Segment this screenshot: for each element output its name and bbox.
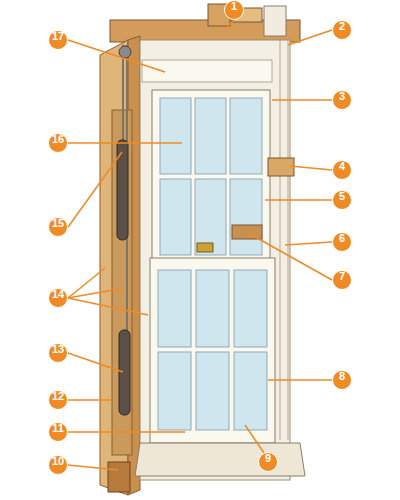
leader-line xyxy=(68,298,148,315)
callout-text: 15 xyxy=(48,217,68,229)
window-sill xyxy=(135,443,305,476)
callout-circle xyxy=(49,344,68,363)
leader-line xyxy=(265,199,332,201)
callout-number: 17 xyxy=(48,30,68,50)
callout-number: 1 xyxy=(224,0,244,20)
callout-number: 7 xyxy=(332,270,352,290)
callout-text: 5 xyxy=(332,190,352,202)
callout-number: 13 xyxy=(48,343,68,363)
callout-circle xyxy=(49,134,68,153)
callout-circle xyxy=(333,271,352,290)
callout-circle xyxy=(333,191,352,210)
lower-glass xyxy=(158,270,267,430)
leader-line xyxy=(290,166,332,170)
leader-line xyxy=(68,40,165,72)
callout-circle xyxy=(333,233,352,252)
callout-number: 9 xyxy=(258,452,278,472)
sash-weight xyxy=(117,140,128,240)
callout-circle xyxy=(49,456,68,475)
leader-line xyxy=(272,99,332,101)
callout-number: 5 xyxy=(332,190,352,210)
callout-text: 8 xyxy=(332,370,352,382)
leader-line xyxy=(285,242,332,245)
callout-number: 4 xyxy=(332,160,352,180)
callout-number: 3 xyxy=(332,90,352,110)
leader-line xyxy=(68,465,118,470)
upper-glass xyxy=(160,98,262,255)
callout-circle xyxy=(333,91,352,110)
sash-lock xyxy=(197,243,213,252)
glass-pane xyxy=(196,270,229,347)
window-frame xyxy=(140,40,290,480)
callout-number: 16 xyxy=(48,133,68,153)
callout-text: 2 xyxy=(332,20,352,32)
sash-weight xyxy=(119,330,130,415)
callout-number: 6 xyxy=(332,232,352,252)
glass-pane xyxy=(230,179,262,255)
glass-pane xyxy=(195,98,226,174)
callout-text: 14 xyxy=(48,288,68,300)
callout-text: 1 xyxy=(224,0,244,12)
callout-text: 9 xyxy=(258,452,278,464)
glass-pane xyxy=(158,352,191,430)
callout-circle xyxy=(259,453,278,472)
callout-circle xyxy=(49,218,68,237)
callout-text: 13 xyxy=(48,343,68,355)
callout-text: 3 xyxy=(332,90,352,102)
glass-pane xyxy=(158,270,191,347)
callout-number: 2 xyxy=(332,20,352,40)
callout-text: 16 xyxy=(48,133,68,145)
callout-circle xyxy=(225,1,244,20)
callout-text: 4 xyxy=(332,160,352,172)
callout-circle xyxy=(49,289,68,308)
callout-circle xyxy=(333,161,352,180)
section-cut xyxy=(268,158,294,176)
callout-circle xyxy=(49,31,68,50)
callout-text: 7 xyxy=(332,270,352,282)
callout-text: 6 xyxy=(332,232,352,244)
leader-line xyxy=(68,142,182,144)
upper-sash xyxy=(152,90,270,265)
glass-pane xyxy=(234,270,267,347)
section-cut xyxy=(232,225,262,239)
glass-pane xyxy=(196,352,229,430)
callout-circle xyxy=(333,371,352,390)
glass-pane xyxy=(234,352,267,430)
leader-line xyxy=(68,399,112,401)
sash-cord xyxy=(122,45,124,140)
sill-end xyxy=(108,462,130,492)
leader-line xyxy=(268,379,332,381)
leader-line xyxy=(68,353,123,372)
leader-line xyxy=(68,268,105,298)
glass-pane xyxy=(195,179,226,255)
leader-line xyxy=(288,30,332,45)
leader-line xyxy=(250,234,332,280)
callout-number: 8 xyxy=(332,370,352,390)
callout-text: 17 xyxy=(48,30,68,42)
head-block xyxy=(264,6,286,36)
callout-number: 11 xyxy=(48,422,68,442)
glass-pane xyxy=(160,98,191,174)
pulley xyxy=(119,46,131,58)
callout-number: 14 xyxy=(48,288,68,308)
callout-circle xyxy=(49,423,68,442)
leader-line xyxy=(68,152,122,227)
leader-line xyxy=(68,288,124,298)
callout-circle xyxy=(333,21,352,40)
glass-pane xyxy=(160,179,191,255)
leader-lines xyxy=(68,20,332,470)
leader-line xyxy=(68,431,185,433)
leader-line xyxy=(245,425,264,453)
callout-text: 11 xyxy=(48,422,68,434)
lower-sash xyxy=(150,258,275,443)
callout-text: 10 xyxy=(48,455,68,467)
callout-number: 15 xyxy=(48,217,68,237)
glass-pane xyxy=(230,98,262,174)
callout-number: 12 xyxy=(48,390,68,410)
callout-circle xyxy=(49,391,68,410)
leader-line xyxy=(226,20,234,28)
callout-text: 12 xyxy=(48,390,68,402)
callout-number: 10 xyxy=(48,455,68,475)
